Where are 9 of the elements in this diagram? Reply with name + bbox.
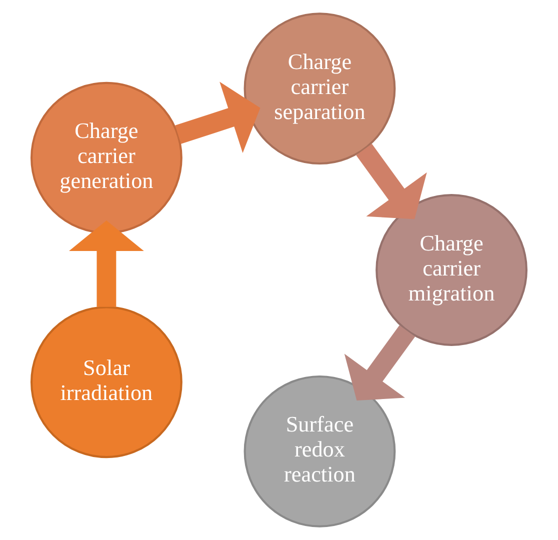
node-circle: Charge carrier migration [376, 194, 528, 346]
arrow [356, 144, 427, 220]
node-circle: Charge carrier separation [244, 12, 396, 165]
arrow [175, 82, 260, 153]
node-circle: Solar irradiation [30, 306, 182, 458]
arrow [69, 220, 144, 307]
arrow [344, 325, 416, 400]
node-circle: Charge carrier generation [30, 82, 182, 234]
node-circle: Surface redox reaction [244, 375, 396, 528]
